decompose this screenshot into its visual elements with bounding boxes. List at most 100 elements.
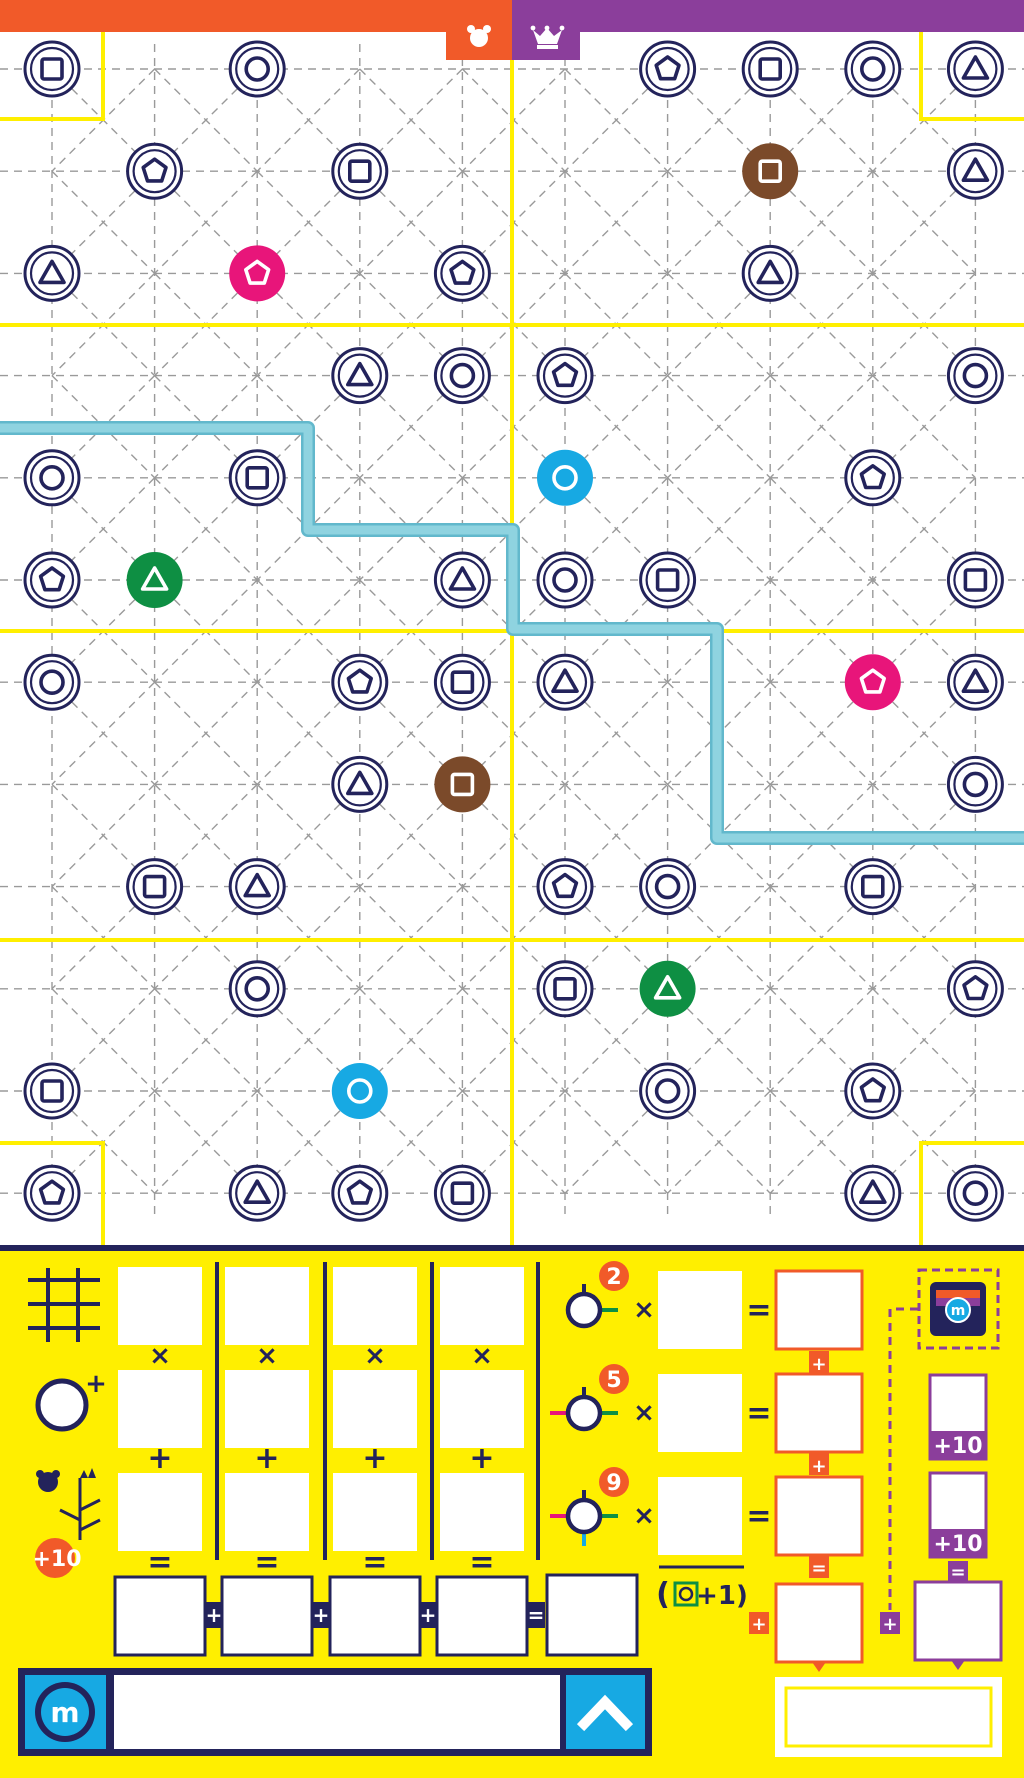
station-circle[interactable] [639,1062,697,1120]
multiply-sign: × [633,1398,655,1428]
station-square[interactable] [536,960,594,1018]
station-square[interactable] [742,143,799,200]
orange-plus-sign: + [751,1614,766,1635]
station-triangle[interactable] [23,244,81,302]
station-square[interactable] [23,1062,81,1120]
grid-diagonal [564,886,669,990]
station-circle[interactable] [537,449,593,506]
score-input-box[interactable] [225,1267,309,1345]
grid-diagonal [667,170,771,274]
score-input-box[interactable] [333,1473,417,1551]
grid-diagonal [256,886,361,990]
station-triangle[interactable] [844,1164,902,1222]
station-pentagon[interactable] [844,654,901,711]
station-square[interactable] [741,40,799,98]
multiplier-badge [599,1261,629,1291]
column-total-box[interactable] [113,1575,207,1657]
score-input-box[interactable] [333,1267,417,1345]
station-pentagon[interactable] [639,40,697,98]
station-pentagon[interactable] [331,653,389,711]
station-square[interactable] [228,449,286,507]
station-circle[interactable] [331,1063,388,1119]
station-circle[interactable] [228,40,286,98]
station-score-box[interactable] [774,1372,864,1454]
grid-diagonal [872,170,976,274]
station-triangle[interactable] [126,552,183,608]
station-circle[interactable] [228,960,286,1018]
station-circle[interactable] [433,347,491,405]
station-triangle[interactable] [639,960,696,1017]
station-triangle[interactable] [946,142,1004,200]
station-triangle[interactable] [228,858,286,916]
station-square[interactable] [434,756,491,813]
station-circle[interactable] [946,347,1004,405]
bear-icon [467,25,491,47]
final-score-input[interactable] [114,1675,560,1749]
station-score-box[interactable] [774,1269,864,1351]
orange-pointer [812,1662,826,1672]
station-count-box[interactable] [658,1271,742,1349]
score-input-box[interactable] [440,1473,524,1551]
score-input-box[interactable] [225,1370,309,1448]
final-total-box[interactable] [784,1686,993,1748]
score-input-box[interactable] [440,1370,524,1448]
column-total-box[interactable] [435,1575,529,1657]
station-triangle[interactable] [741,244,799,302]
score-input-box[interactable] [118,1370,202,1448]
crown-icon [530,25,565,49]
station-triangle[interactable] [433,551,491,609]
station-square[interactable] [639,551,697,609]
grid-diagonal [51,681,156,785]
station-pentagon[interactable] [23,1164,81,1222]
station-triangle[interactable] [331,347,389,405]
station-pentagon[interactable] [536,858,594,916]
column-total-box[interactable] [328,1575,422,1657]
column-total-box[interactable] [220,1575,314,1657]
score-input-box[interactable] [333,1370,417,1448]
section-total-box[interactable] [545,1573,639,1657]
score-input-box[interactable] [440,1267,524,1345]
station-count-box[interactable] [658,1477,742,1555]
station-pentagon[interactable] [331,1164,389,1222]
station-score-box[interactable] [774,1475,864,1557]
station-pentagon[interactable] [844,1062,902,1120]
station-circle[interactable] [639,858,697,916]
grid-diagonal [154,477,258,581]
station-circle[interactable] [536,551,594,609]
station-pentagon[interactable] [844,449,902,507]
plus-joiner-sign: + [420,1603,437,1627]
station-triangle[interactable] [228,1164,286,1222]
purple-dashed-link [888,1307,918,1610]
station-count-box[interactable] [658,1374,742,1452]
station-circle[interactable] [844,40,902,98]
score-input-box[interactable] [225,1473,309,1551]
station-square[interactable] [433,1164,491,1222]
score-input-box[interactable] [118,1473,202,1551]
station-pentagon[interactable] [946,960,1004,1018]
station-circle[interactable] [23,653,81,711]
station-triangle[interactable] [946,40,1004,98]
orange-total-box[interactable] [774,1582,864,1664]
station-triangle[interactable] [946,653,1004,711]
station-pentagon[interactable] [433,244,491,302]
station-square[interactable] [126,858,184,916]
station-square[interactable] [433,653,491,711]
station-pentagon[interactable] [536,347,594,405]
plus-label: + [85,1369,107,1399]
station-circle[interactable] [946,1164,1004,1222]
station-triangle[interactable] [331,755,389,813]
purple-total-box[interactable] [913,1580,1003,1662]
station-square[interactable] [23,40,81,98]
score-input-box[interactable] [118,1267,202,1345]
station-circle[interactable] [946,755,1004,813]
equals-sign: = [469,1545,494,1580]
station-pentagon[interactable] [23,551,81,609]
grid-diagonal [769,886,874,990]
station-square[interactable] [331,142,389,200]
station-circle[interactable] [23,449,81,507]
station-triangle[interactable] [536,653,594,711]
station-pentagon[interactable] [229,245,286,302]
station-square[interactable] [844,858,902,916]
station-pentagon[interactable] [126,142,184,200]
station-square[interactable] [946,551,1004,609]
